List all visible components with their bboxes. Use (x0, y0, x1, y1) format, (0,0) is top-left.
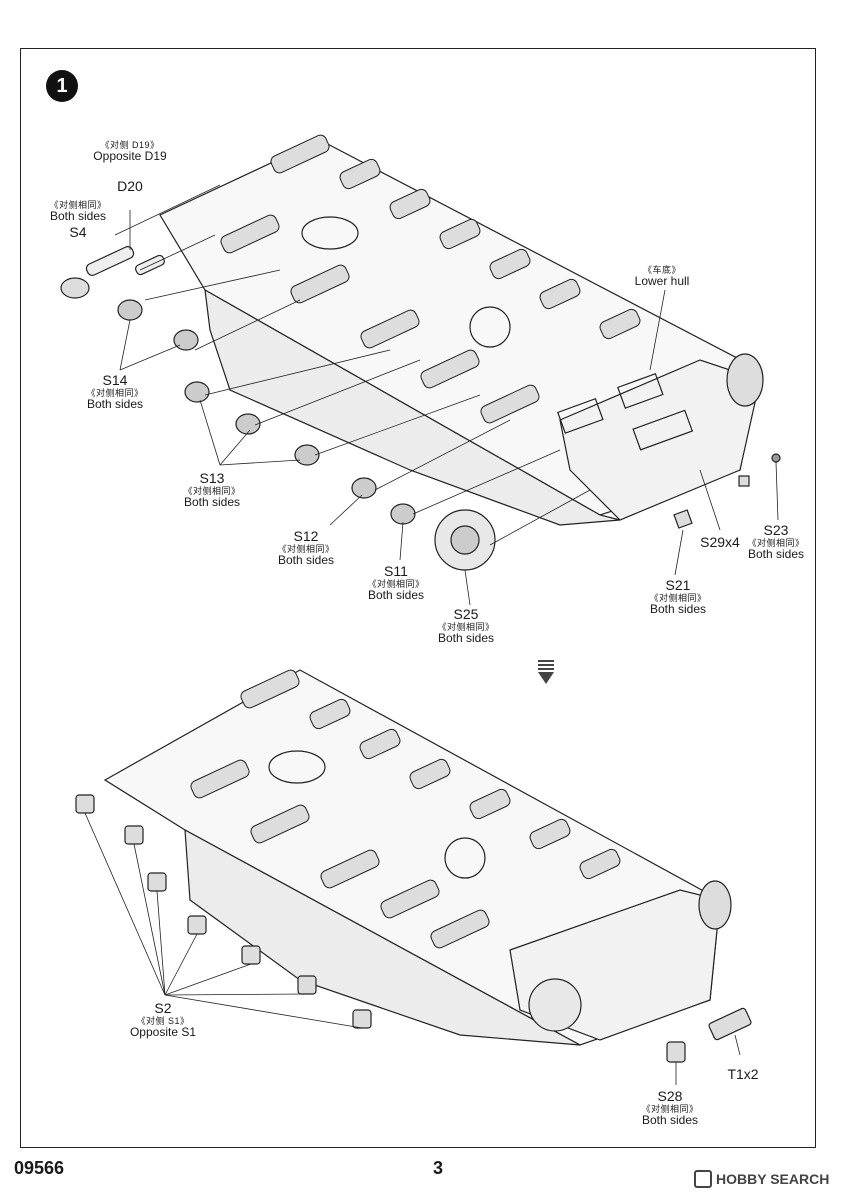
label-s13: S13 《对侧相同》 Both sides (183, 470, 241, 510)
label-s11: S11 《对侧相同》 Both sides (367, 563, 425, 603)
label-d20: D20 (117, 178, 143, 194)
bottom-hull-drawing (75, 669, 752, 1063)
product-code: 09566 (14, 1158, 65, 1178)
label-s28: S28 《对侧相同》 Both sides (641, 1088, 699, 1128)
label-s21: S21 《对侧相同》 Both sides (649, 577, 707, 617)
label-s14: S14 《对侧相同》 Both sides (86, 372, 144, 412)
label-s29: S29x4 (700, 534, 740, 550)
label-t1: T1x2 (727, 1066, 759, 1082)
label-s23: S23 《对侧相同》 Both sides (747, 522, 805, 562)
watermark: HOBBY SEARCH (694, 1170, 829, 1188)
label-lower-hull: 《车底》 Lower hull (634, 265, 690, 289)
page-frame (20, 48, 816, 1148)
top-hull-drawing (60, 134, 781, 571)
label-s25: S25 《对侧相同》 Both sides (437, 606, 495, 646)
arrow-down-icon (538, 660, 554, 686)
page-number: 3 (433, 1158, 444, 1178)
label-s12: S12 《对侧相同》 Both sides (277, 528, 335, 568)
label-d19: 《对侧 D19》 Opposite D19 (93, 140, 167, 164)
watermark-logo-icon (694, 1170, 712, 1188)
step-number: 1 (46, 70, 78, 102)
label-s2: S2 《对侧 S1》 Opposite S1 (129, 1000, 197, 1040)
label-s4: 《对侧相同》 Both sides S4 (49, 200, 107, 241)
